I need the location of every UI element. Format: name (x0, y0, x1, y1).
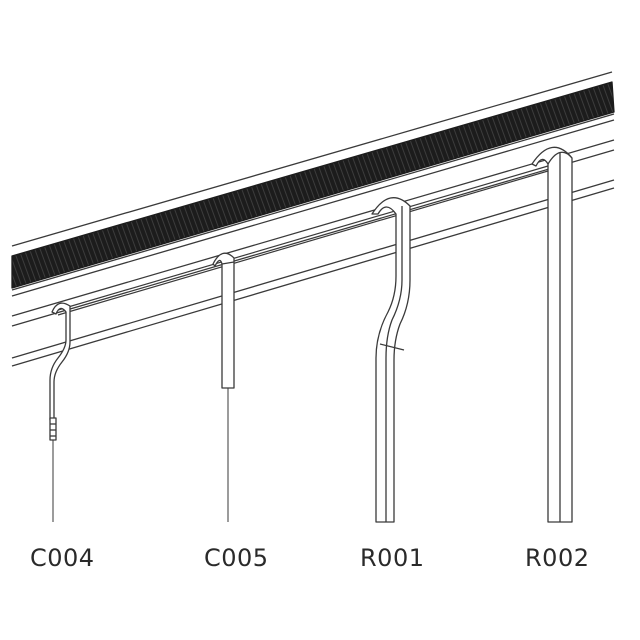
rail-bottom-edge (11, 179, 615, 359)
label-r001: R001 (360, 544, 424, 572)
rail-insert (11, 81, 615, 289)
hook-r002 (531, 146, 573, 523)
hanging-wire (57, 165, 549, 316)
label-c005: C005 (204, 544, 269, 572)
rail-groove-upper (11, 139, 615, 317)
hook-c004-sleeve (49, 417, 57, 441)
label-c004: C004 (30, 544, 95, 572)
rail-top-lip (11, 71, 613, 247)
picture-rail (11, 71, 615, 367)
rail-groove-lower (11, 149, 615, 327)
hook-c005 (212, 252, 235, 522)
hook-c004 (49, 302, 71, 522)
hook-labels: C004 C005 R001 R002 (30, 544, 589, 572)
label-r002: R002 (525, 544, 589, 572)
rail-top-edge (11, 113, 615, 291)
hook-r001 (371, 197, 411, 523)
